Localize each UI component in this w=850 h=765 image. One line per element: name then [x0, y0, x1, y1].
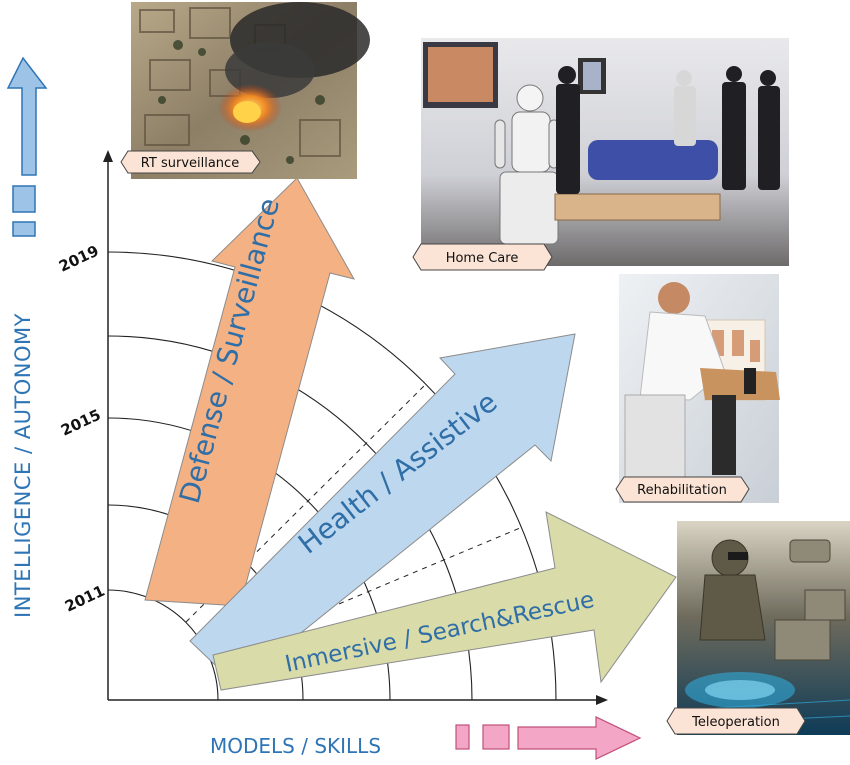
y-up-arrow: [6, 56, 48, 176]
x-right-arrow: [517, 716, 642, 760]
x-dash-1: [455, 724, 470, 750]
caption-teleop-text: Teleoperation: [691, 715, 780, 730]
caption-surveillance: RT surveillance: [120, 150, 261, 174]
caption-homecare: Home Care: [412, 243, 553, 271]
y-axis-indicator: INTELLIGENCE / AUTONOMY: [6, 56, 48, 618]
caption-surveillance-text: RT surveillance: [141, 156, 239, 171]
x-axis-indicator: [455, 716, 642, 760]
tick-2015: 2015: [58, 406, 103, 440]
caption-teleop: Teleoperation: [666, 707, 806, 735]
radial-line-2: [185, 384, 426, 623]
radial-line-1: [209, 527, 521, 659]
year-ticks: 2011 2015 2019: [56, 242, 107, 616]
photo-rehab: [619, 274, 780, 503]
y-axis-arrowhead: [103, 150, 113, 162]
photo-teleop: [677, 521, 850, 735]
caption-homecare-text: Home Care: [446, 251, 519, 266]
y-dash-2: [12, 221, 36, 237]
x-axis-arrowhead: [596, 695, 608, 705]
caption-rehab: Rehabilitation: [615, 476, 750, 503]
y-axis-label: INTELLIGENCE / AUTONOMY: [11, 313, 35, 618]
immersive-arrow: [212, 511, 677, 691]
radial-dashes: [149, 289, 556, 701]
x-dash-2: [482, 724, 510, 750]
caption-rehab-text: Rehabilitation: [637, 483, 727, 498]
arc-1: [107, 589, 219, 701]
tick-2011: 2011: [62, 582, 107, 616]
x-axis-label: MODELS / SKILLS: [210, 734, 381, 758]
photo-surveillance: [131, 2, 370, 179]
defense-arrow: [144, 177, 356, 607]
photo-homecare: [421, 38, 789, 266]
y-dash-1: [12, 185, 36, 213]
tick-2019: 2019: [56, 242, 101, 276]
